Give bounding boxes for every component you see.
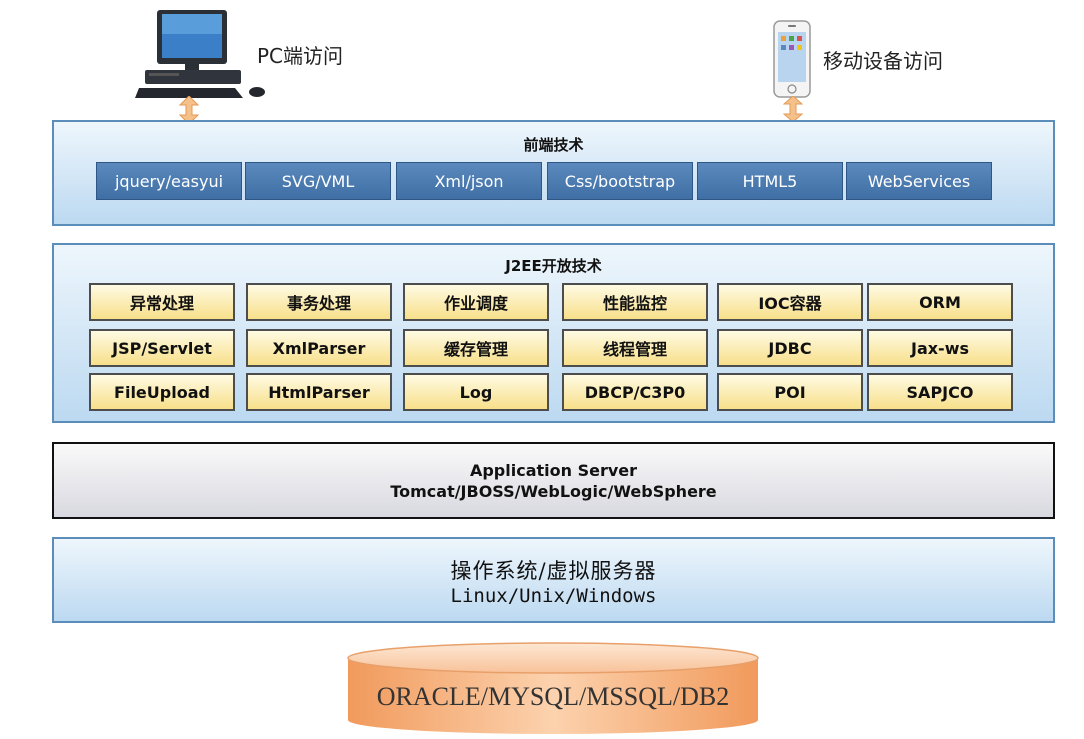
frontend-title: 前端技术	[523, 136, 584, 154]
j2ee-item: JSP/Servlet	[89, 329, 235, 367]
j2ee-item: POI	[717, 373, 863, 411]
j2ee-item: DBCP/C3P0	[562, 373, 708, 411]
j2ee-item: IOC容器	[717, 283, 863, 321]
j2ee-item: 缓存管理	[403, 329, 549, 367]
j2ee-item: JDBC	[717, 329, 863, 367]
frontend-item: SVG/VML	[245, 162, 391, 200]
j2ee-layer: J2EE开放技术 异常处理 事务处理 作业调度 性能监控 IOC容器 ORM J…	[52, 243, 1055, 423]
database-icon	[347, 642, 759, 734]
j2ee-title: J2EE开放技术	[505, 257, 602, 275]
database-label: ORACLE/MYSQL/MSSQL/DB2	[376, 682, 730, 711]
os-title: 操作系统/虚拟服务器	[450, 559, 657, 583]
app-server-title: Application Server	[469, 461, 638, 480]
j2ee-item: 事务处理	[246, 283, 392, 321]
app-server-layer: Application Server Tomcat/JBOSS/WebLogic…	[52, 442, 1055, 519]
app-server-products: Tomcat/JBOSS/WebLogic/WebSphere	[390, 482, 717, 501]
smartphone-icon	[773, 20, 811, 98]
j2ee-item: FileUpload	[89, 373, 235, 411]
j2ee-item: XmlParser	[246, 329, 392, 367]
j2ee-item: 异常处理	[89, 283, 235, 321]
j2ee-item: HtmlParser	[246, 373, 392, 411]
database-cylinder: ORACLE/MYSQL/MSSQL/DB2	[345, 640, 761, 736]
j2ee-item: 性能监控	[562, 283, 708, 321]
pc-bidirectional-arrow-icon	[179, 96, 199, 124]
j2ee-item: Jax-ws	[867, 329, 1013, 367]
pc-access-label: PC端访问	[257, 44, 344, 68]
pc-client	[135, 8, 265, 124]
j2ee-item: ORM	[867, 283, 1013, 321]
j2ee-item: Log	[403, 373, 549, 411]
j2ee-item: 线程管理	[562, 329, 708, 367]
os-subtitle: Linux/Unix/Windows	[450, 585, 657, 607]
os-layer: 操作系统/虚拟服务器 Linux/Unix/Windows	[52, 537, 1055, 623]
mobile-bidirectional-arrow-icon	[783, 96, 803, 122]
frontend-item: jquery/easyui	[96, 162, 242, 200]
frontend-item: WebServices	[846, 162, 992, 200]
j2ee-item: SAPJCO	[867, 373, 1013, 411]
frontend-layer: 前端技术 jquery/easyui SVG/VML Xml/json Css/…	[52, 120, 1055, 226]
mobile-access-label: 移动设备访问	[823, 49, 943, 73]
mobile-client	[770, 20, 820, 122]
frontend-item: Css/bootstrap	[547, 162, 693, 200]
desktop-computer-icon	[135, 10, 265, 98]
j2ee-item: 作业调度	[403, 283, 549, 321]
frontend-item: Xml/json	[396, 162, 542, 200]
frontend-item: HTML5	[697, 162, 843, 200]
